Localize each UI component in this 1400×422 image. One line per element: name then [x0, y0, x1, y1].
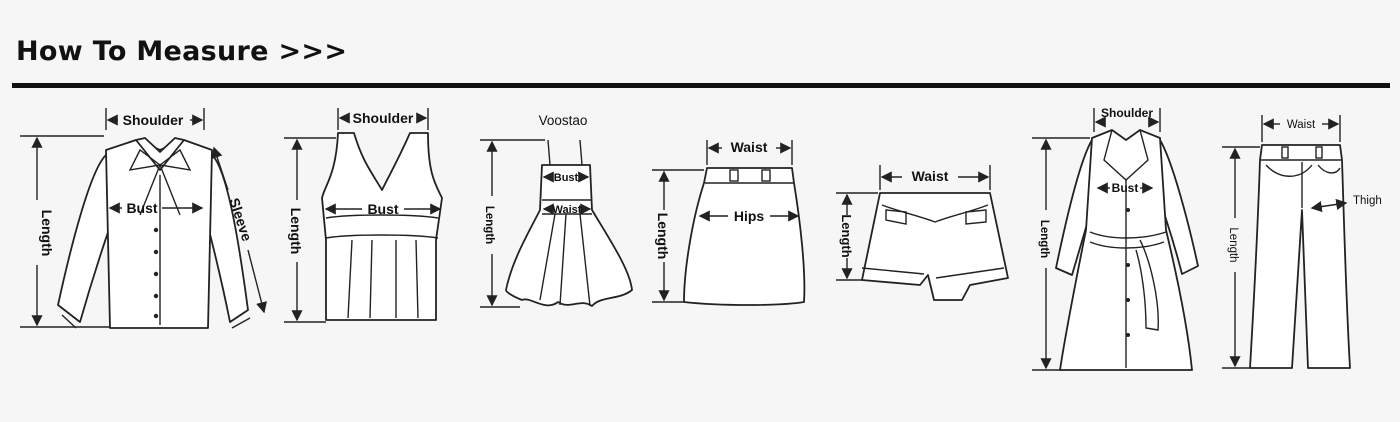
pants-length-label: Length — [1227, 227, 1239, 262]
pants-waist-label: Waist — [1287, 119, 1316, 131]
coat-figure — [1055, 129, 1199, 371]
skirt-dimensions — [652, 140, 800, 303]
coat-shoulder-label: Shoulder — [1101, 106, 1153, 120]
blouse-shoulder-label: Shoulder — [123, 112, 184, 128]
coat-length-label: Length — [1038, 220, 1050, 258]
tank-length-label: Length — [288, 208, 304, 255]
coat-dimensions — [1032, 108, 1161, 371]
dress-length-label: Length — [483, 206, 495, 244]
shorts-waist-label: Waist — [912, 168, 949, 184]
blouse-bust-label: Bust — [126, 200, 157, 216]
blouse-figure — [57, 137, 251, 329]
dress-waist-label: Waist — [553, 204, 582, 216]
coat-bust-label: Bust — [1112, 181, 1139, 195]
tank-shoulder-label: Shoulder — [353, 110, 414, 126]
strap-dress-dimensions — [480, 139, 592, 308]
shorts-figure — [861, 192, 1009, 301]
title-divider — [12, 83, 1390, 88]
shorts-length-label: Length — [839, 214, 854, 257]
pants-dimensions — [1222, 115, 1348, 369]
brand-label: Voostao — [539, 113, 588, 128]
page-title: How To Measure >>> — [16, 36, 348, 67]
shorts-dimensions — [836, 165, 991, 281]
skirt-figure — [683, 167, 806, 306]
dress-bust-label: Bust — [554, 172, 579, 184]
blouse-length-label: Length — [39, 210, 55, 257]
strap-dress-figure — [505, 139, 633, 307]
skirt-hips-label: Hips — [734, 208, 765, 224]
skirt-length-label: Length — [655, 213, 671, 260]
pants-thigh-label: Thigh — [1353, 195, 1382, 207]
tank-bust-label: Bust — [367, 201, 398, 217]
tank-top-figure — [321, 132, 443, 321]
tank-top-dimensions — [284, 108, 442, 323]
skirt-waist-label: Waist — [731, 139, 768, 155]
pants-figure — [1249, 144, 1351, 369]
blouse-dimensions — [20, 108, 267, 328]
